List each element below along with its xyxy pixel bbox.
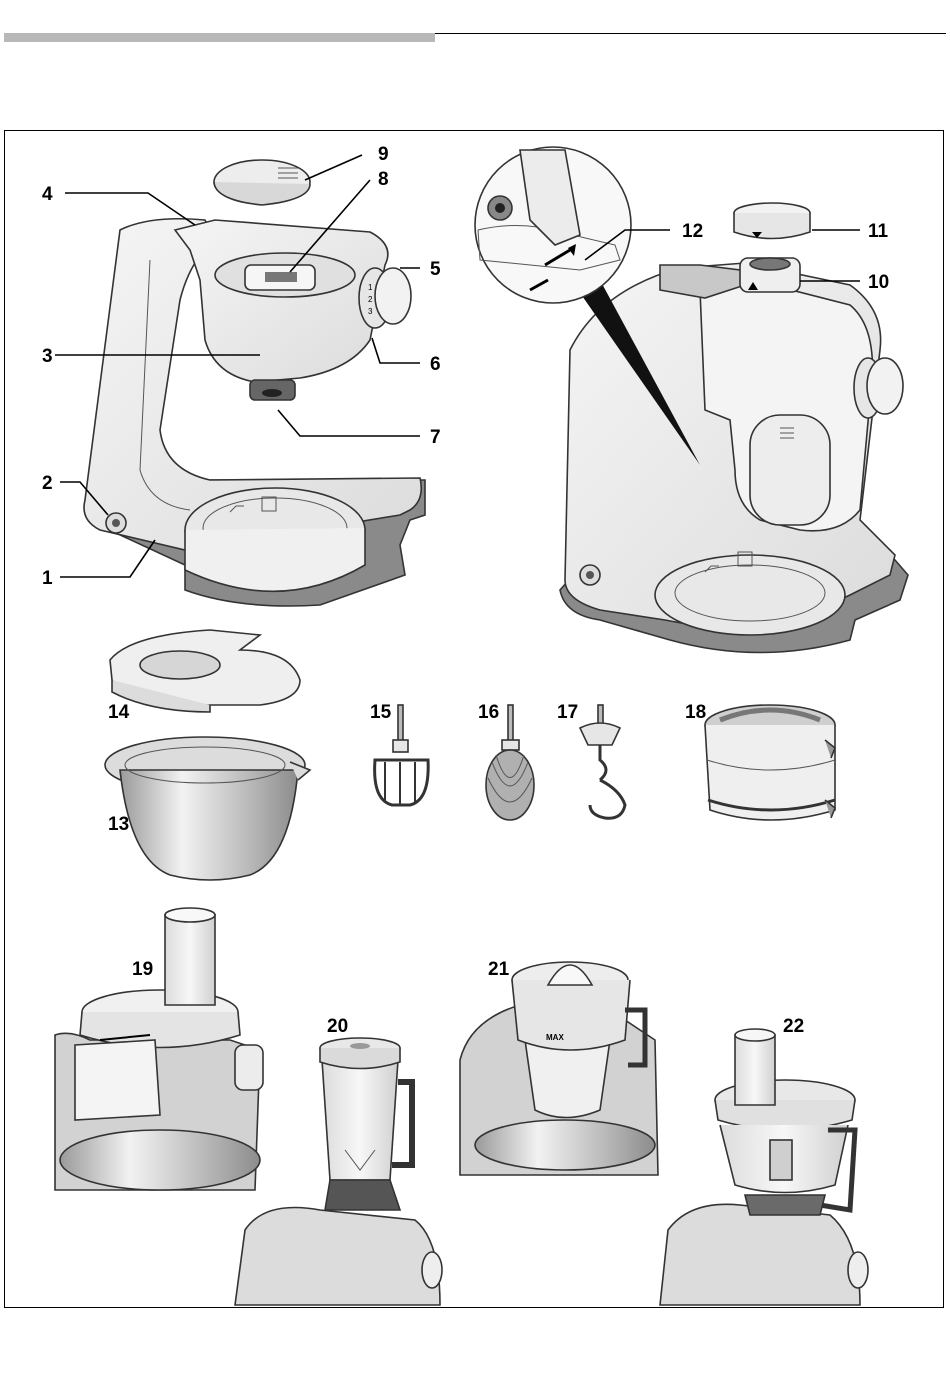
label-14: 14 <box>108 702 130 723</box>
storage-bag <box>705 705 835 820</box>
slicer-attachment <box>55 908 263 1190</box>
main-unit-left: 1 2 3 <box>84 160 425 606</box>
label-10: 10 <box>868 272 889 293</box>
label-2: 2 <box>42 473 53 494</box>
label-19: 19 <box>132 959 153 980</box>
label-16: 16 <box>478 702 499 723</box>
label-5: 5 <box>430 259 441 280</box>
dough-hook <box>580 705 625 818</box>
label-17: 17 <box>557 702 578 723</box>
label-9: 9 <box>378 144 389 165</box>
label-22: 22 <box>783 1016 804 1037</box>
label-11: 11 <box>868 221 889 242</box>
leader-7 <box>278 410 420 436</box>
max-mark: MAX <box>546 1033 564 1042</box>
label-13: 13 <box>108 814 129 835</box>
label-7: 7 <box>430 427 441 448</box>
dial-mark-3: 3 <box>368 307 373 316</box>
dial-mark-2: 2 <box>368 295 373 304</box>
label-15: 15 <box>370 702 392 723</box>
label-12: 12 <box>682 221 703 242</box>
label-18: 18 <box>685 702 706 723</box>
food-processor <box>660 1029 868 1305</box>
label-6: 6 <box>430 354 441 375</box>
leader-9 <box>305 155 362 180</box>
label-1: 1 <box>42 568 53 589</box>
blender-attachment <box>235 1038 442 1305</box>
label-3: 3 <box>42 346 53 367</box>
dial-mark-1: 1 <box>368 283 373 292</box>
label-20: 20 <box>327 1016 348 1037</box>
mixing-bowl <box>105 737 310 880</box>
label-4: 4 <box>42 184 53 205</box>
leader-1 <box>60 540 155 577</box>
citrus-press: MAX <box>460 962 658 1175</box>
label-21: 21 <box>488 959 510 980</box>
splash-lid <box>110 630 300 712</box>
leader-6 <box>372 338 420 363</box>
label-8: 8 <box>378 169 389 190</box>
